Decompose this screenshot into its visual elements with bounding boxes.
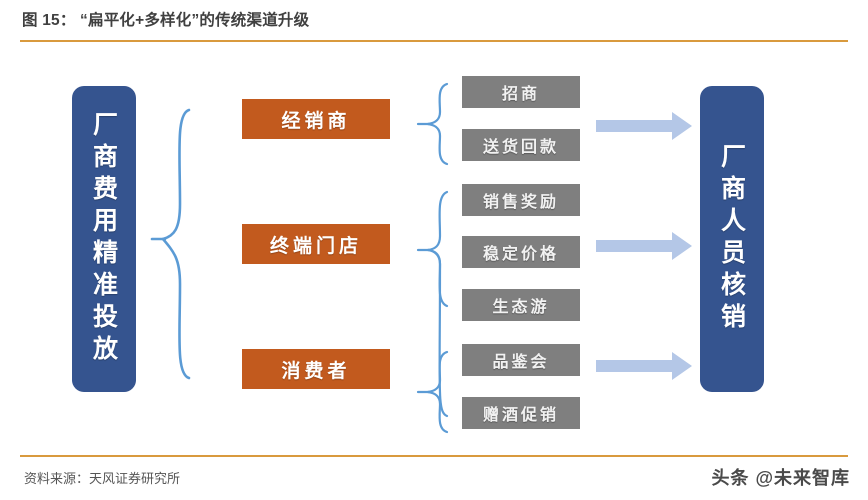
activity-box[interactable]: 生态游 bbox=[462, 289, 580, 321]
flow-arrow-1-icon bbox=[596, 112, 692, 140]
flow-arrow-2-icon bbox=[596, 232, 692, 260]
watermark: 头条 @未来智库 bbox=[711, 468, 850, 488]
channel-box-consumer[interactable]: 消费者 bbox=[242, 349, 390, 389]
footer-divider bbox=[20, 455, 848, 457]
main-brace-icon bbox=[150, 108, 191, 380]
figure-header: 图 15： “扁平化+多样化”的传统渠道升级 bbox=[0, 0, 868, 44]
brace-group-2-lower-icon bbox=[427, 248, 449, 308]
brace-group-1-icon bbox=[416, 82, 449, 166]
right-pillar-label: 厂商人员核销 bbox=[717, 143, 747, 335]
flow-arrow-3-icon bbox=[596, 352, 692, 380]
source-note: 资料来源：天风证券研究所 bbox=[24, 471, 181, 486]
brace-group-3-icon bbox=[416, 350, 449, 434]
brace-group-2-icon bbox=[416, 190, 449, 418]
diagram-canvas: 厂商费用精准投放 厂商人员核销 经销商 终端门店 消费者 招商 送货回款 销售奖… bbox=[0, 44, 868, 454]
activity-box[interactable]: 品鉴会 bbox=[462, 344, 580, 376]
activity-box[interactable]: 销售奖励 bbox=[462, 184, 580, 216]
channel-box-distributor[interactable]: 经销商 bbox=[242, 99, 390, 139]
activity-box[interactable]: 送货回款 bbox=[462, 129, 580, 161]
channel-box-terminal-store[interactable]: 终端门店 bbox=[242, 224, 390, 264]
activity-box[interactable]: 稳定价格 bbox=[462, 236, 580, 268]
title-divider bbox=[20, 40, 848, 42]
activity-box[interactable]: 赠酒促销 bbox=[462, 397, 580, 429]
activity-box[interactable]: 招商 bbox=[462, 76, 580, 108]
page-title: 图 15： “扁平化+多样化”的传统渠道升级 bbox=[22, 12, 310, 29]
left-pillar-label: 厂商费用精准投放 bbox=[89, 111, 119, 367]
right-pillar[interactable]: 厂商人员核销 bbox=[700, 86, 764, 392]
left-pillar[interactable]: 厂商费用精准投放 bbox=[72, 86, 136, 392]
